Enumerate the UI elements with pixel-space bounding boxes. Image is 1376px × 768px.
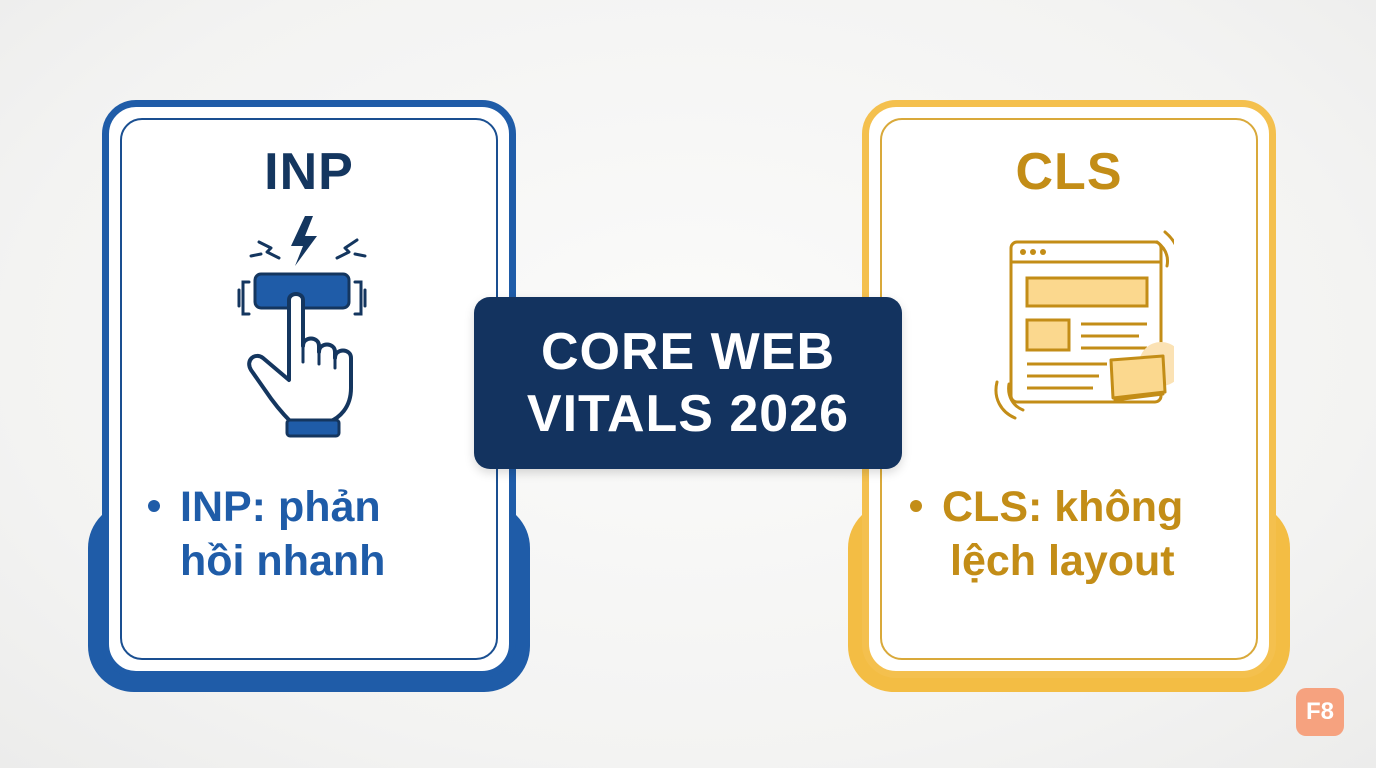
f8-logo-text: F8: [1305, 698, 1334, 725]
shifting-layout-window-icon: [994, 230, 1174, 420]
inp-card-title: INP: [264, 143, 354, 201]
cls-bullet-line1: CLS: không: [942, 483, 1184, 531]
cls-bullet-line2: lệch layout: [950, 537, 1175, 585]
pointer-pressing-button-icon: [237, 216, 367, 438]
badge-line1: CORE WEB: [541, 323, 835, 381]
cls-card-bullet: CLS: không lệch layout: [910, 480, 1246, 588]
cls-card-title: CLS: [1015, 143, 1123, 201]
core-web-vitals-badge: CORE WEB VITALS 2026: [474, 297, 902, 469]
badge-line2: VITALS 2026: [526, 385, 850, 443]
inp-bullet-line2: hồi nhanh: [180, 537, 386, 585]
f8-logo: F8: [1296, 688, 1344, 736]
inp-card-bullet: INP: phản hồi nhanh: [148, 480, 486, 588]
inp-bullet-dot: [148, 499, 160, 512]
cls-bullet-dot: [910, 499, 922, 512]
inp-bullet-line1: INP: phản: [180, 483, 381, 531]
cls-card: CLS: [848, 100, 1290, 692]
inp-card: INP INP: phản hồi nhanh: [88, 100, 530, 692]
